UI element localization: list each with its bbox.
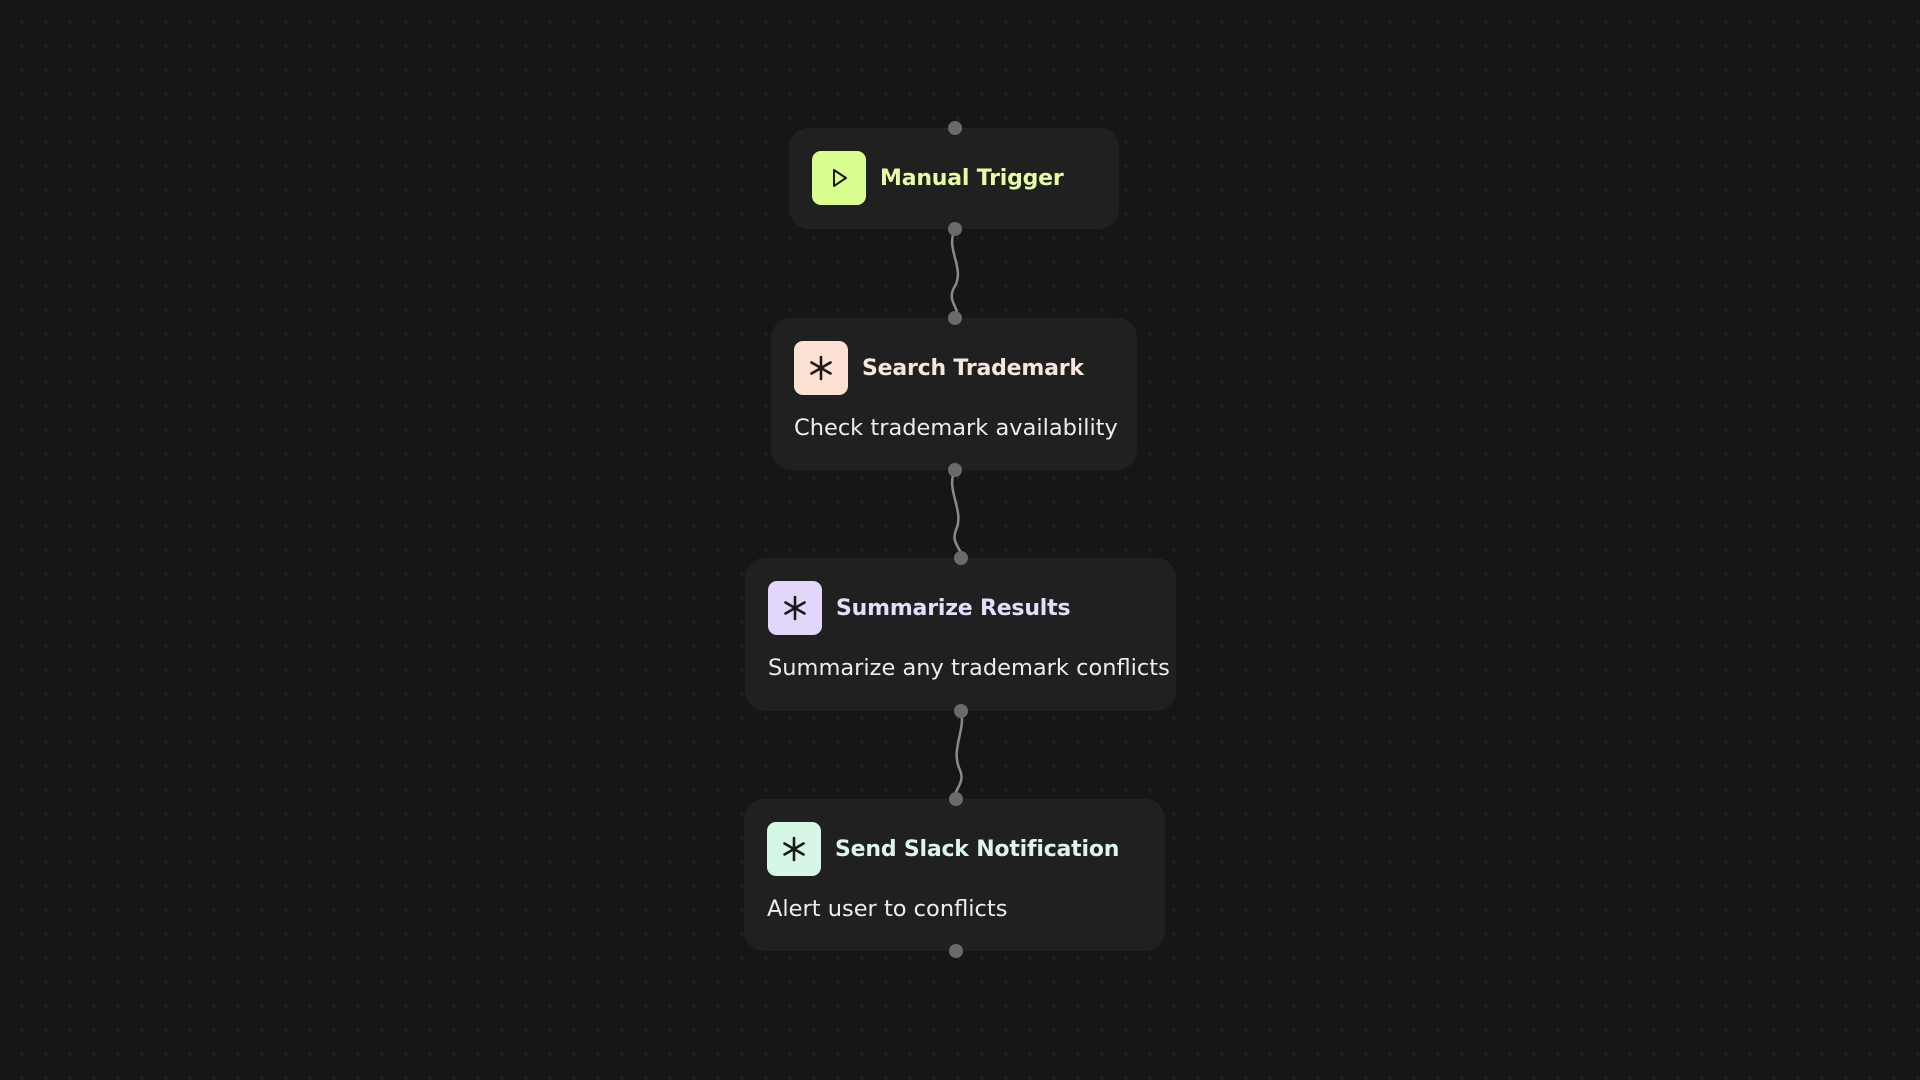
output-handle-search-trademark[interactable] [948,463,962,477]
node-title: Send Slack Notification [835,836,1120,862]
output-handle-send-slack-notification[interactable] [949,944,963,958]
input-handle-manual-trigger[interactable] [948,121,962,135]
edge-summarize-to-slack[interactable] [954,709,964,801]
asterisk-icon [768,581,822,635]
node-title: Manual Trigger [880,165,1064,191]
node-send-slack-notification[interactable]: Send Slack Notification Alert user to co… [744,799,1165,951]
node-description: Check trademark availability [794,415,1118,441]
edge-search-to-summarize[interactable] [950,468,963,560]
asterisk-icon [767,822,821,876]
edge-trigger-to-search[interactable] [950,228,960,320]
node-title: Search Trademark [862,355,1084,381]
node-description: Alert user to conflicts [767,896,1008,922]
node-description: Summarize any trademark conflicts [768,655,1170,681]
node-header: Search Trademark [794,341,1084,395]
node-header: Summarize Results [768,581,1071,635]
node-summarize-results[interactable]: Summarize Results Summarize any trademar… [745,558,1176,711]
node-title: Summarize Results [836,595,1071,621]
node-search-trademark[interactable]: Search Trademark Check trademark availab… [771,318,1137,470]
node-header: Manual Trigger [812,151,1064,205]
input-handle-send-slack-notification[interactable] [949,792,963,806]
output-handle-manual-trigger[interactable] [948,222,962,236]
input-handle-search-trademark[interactable] [948,311,962,325]
input-handle-summarize-results[interactable] [954,551,968,565]
node-manual-trigger[interactable]: Manual Trigger [789,128,1119,229]
output-handle-summarize-results[interactable] [954,704,968,718]
asterisk-icon [794,341,848,395]
play-icon [812,151,866,205]
node-header: Send Slack Notification [767,822,1119,876]
